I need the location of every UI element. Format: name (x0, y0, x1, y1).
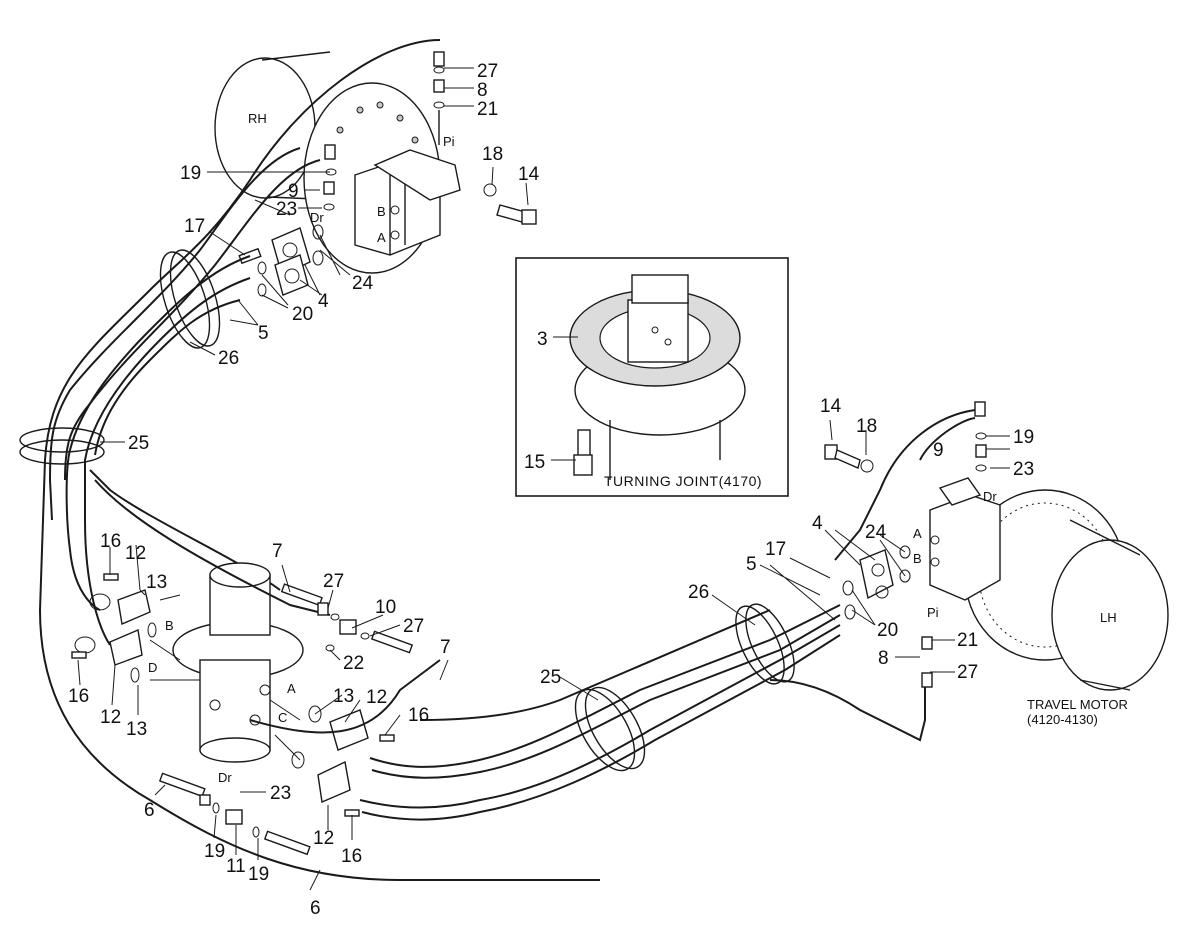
callout-19-c: 19 (204, 841, 225, 862)
travel-motor-caption-code: (4120-4130) (1027, 712, 1098, 727)
port-pi-lh: Pi (927, 605, 939, 620)
callout-19-d: 19 (248, 864, 269, 885)
travel-motor-caption: TRAVEL MOTOR (1027, 697, 1128, 712)
port-dr-rh: Dr (310, 210, 324, 225)
callout-14: 14 (518, 164, 540, 185)
callout-21: 21 (477, 99, 498, 120)
leader-lines (77, 67, 1010, 891)
callout-8-lh: 8 (878, 648, 889, 669)
callout-16-d: 16 (341, 846, 362, 867)
lh-fitting-stack (824, 401, 987, 688)
callout-3: 3 (537, 329, 548, 350)
callout-10: 10 (375, 597, 396, 618)
port-b-center: B (165, 618, 174, 633)
callout-9: 9 (288, 181, 299, 202)
port-a-rh: A (377, 230, 386, 245)
rh-fitting-stack (312, 51, 537, 266)
callout-12-a: 12 (125, 543, 146, 564)
callout-15: 15 (524, 452, 545, 473)
callout-12-c: 12 (366, 687, 387, 708)
callout-19: 19 (180, 163, 201, 184)
callout-11: 11 (226, 856, 246, 877)
callout-9-lh: 9 (933, 440, 944, 461)
callout-6-a: 6 (144, 800, 155, 821)
turning-joint-title: TURNING JOINT(4170) (604, 473, 762, 489)
rh-travel-motor (214, 51, 461, 274)
port-c-center: C (278, 710, 287, 725)
port-a-center: A (287, 681, 296, 696)
callout-13-b: 13 (126, 719, 147, 740)
callout-12-d: 12 (313, 828, 334, 849)
port-b-lh: B (913, 551, 922, 566)
callout-24: 24 (352, 273, 374, 294)
center-left-flanges (71, 573, 157, 683)
clamp-25-left (19, 427, 105, 465)
callout-25-lh: 25 (540, 667, 561, 688)
callout-13-c: 13 (333, 686, 354, 707)
callout-4: 4 (318, 291, 329, 312)
rh-motor-label: RH (248, 111, 267, 126)
callout-7-b: 7 (440, 637, 451, 658)
callout-16-b: 16 (68, 686, 89, 707)
callout-27-d: 27 (403, 616, 424, 637)
callout-18-lh: 18 (856, 416, 877, 437)
callout-5-lh: 5 (746, 554, 757, 575)
turning-joint-inset (515, 257, 789, 497)
callout-18: 18 (482, 144, 503, 165)
rh-flange-group (238, 227, 311, 297)
callout-23-lh: 23 (1013, 459, 1034, 480)
callout-23: 23 (276, 199, 297, 220)
port-b-rh: B (377, 204, 386, 219)
callout-12-b: 12 (100, 707, 121, 728)
callout-24-lh: 24 (865, 522, 887, 543)
callout-25: 25 (128, 433, 149, 454)
callout-labels: 27 8 21 18 14 19 9 23 17 24 4 20 5 26 25… (68, 61, 1034, 919)
callout-20: 20 (292, 304, 313, 325)
callout-20-lh: 20 (877, 620, 898, 641)
port-d-center: D (148, 660, 157, 675)
lh-motor-label: LH (1100, 610, 1117, 625)
callout-19-lh: 19 (1013, 427, 1034, 448)
callout-5: 5 (258, 323, 269, 344)
callout-17: 17 (184, 216, 205, 237)
callout-7-a: 7 (272, 541, 283, 562)
callout-27-lh: 27 (957, 662, 978, 683)
clamp-26-right (735, 603, 795, 685)
callout-27: 27 (477, 61, 498, 82)
callout-27-c: 27 (323, 571, 344, 592)
lh-travel-motor (929, 477, 1169, 691)
callout-8: 8 (477, 80, 488, 101)
port-pi-rh: Pi (443, 134, 455, 149)
callout-13-a: 13 (146, 572, 167, 593)
callout-26-lh: 26 (688, 582, 709, 603)
callout-16-a: 16 (100, 531, 121, 552)
callout-4-lh: 4 (812, 513, 823, 534)
callout-16-c: 16 (408, 705, 429, 726)
callout-21-lh: 21 (957, 630, 978, 651)
center-small-fittings (158, 583, 414, 856)
port-dr-center: Dr (218, 770, 232, 785)
port-dr-lh: Dr (983, 489, 997, 504)
callout-14-lh: 14 (820, 396, 842, 417)
callout-22: 22 (343, 653, 364, 674)
callout-23-c: 23 (270, 783, 291, 804)
callout-26: 26 (218, 348, 239, 369)
callout-17-lh: 17 (765, 539, 786, 560)
port-a-lh: A (913, 526, 922, 541)
turning-joint-center (149, 562, 304, 763)
callout-6-b: 6 (310, 898, 321, 919)
